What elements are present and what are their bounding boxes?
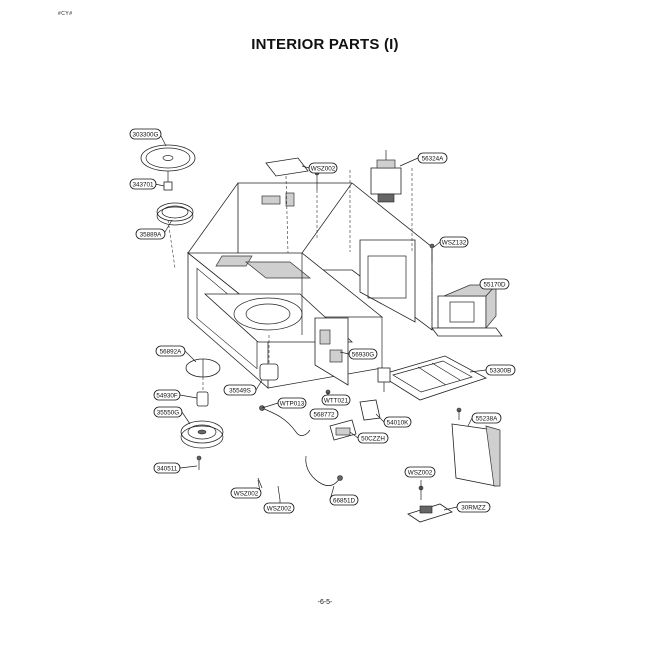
svg-text:53300B: 53300B [490,368,512,375]
label-WSZ132: WSZ132 [439,236,469,248]
hv-transformer [431,284,503,337]
roller-ring [156,202,194,226]
label-50CZZH: 50CZZH [357,432,389,444]
label-35889A: 35889A [135,228,166,240]
turntable-coupler [163,171,173,191]
label-54010K: 54010K [383,416,412,428]
label-56930G: 56930G [348,348,378,360]
svg-text:50CZZH: 50CZZH [361,436,385,443]
svg-text:WSZ002: WSZ002 [408,470,433,477]
svg-text:66851D: 66851D [333,498,356,505]
label-WSZ002-top: WSZ002 [308,162,338,174]
svg-text:56324A: 56324A [422,156,445,163]
svg-text:55170D: 55170D [483,282,506,289]
motor-screw [196,455,202,470]
label-53300B: 53300B [485,364,516,376]
label-WSZ002-bottom: WSZ002 [263,502,295,514]
coupler-bushing [196,391,209,407]
lamp-socket [377,367,391,392]
svg-text:35550G: 35550G [157,410,180,417]
svg-text:WTP013: WTP013 [280,401,305,408]
svg-text:35549S: 35549S [229,388,251,395]
label-35549S: 35549S [223,384,257,396]
svg-text:340511: 340511 [157,466,178,473]
svg-text:WSZ002: WSZ002 [234,491,259,498]
label-343701: 343701 [129,178,157,190]
svg-text:54930F: 54930F [156,393,178,400]
svg-text:WTT021: WTT021 [324,398,349,405]
latch-lever [359,399,381,421]
label-56324A: 56324A [417,152,448,164]
fan-motor [259,335,279,381]
page-title: INTERIOR PARTS (I) [251,36,399,53]
svg-text:56930G: 56930G [352,352,375,359]
label-WSZ002-right: WSZ002 [404,466,436,478]
page-number: -6-5- [317,599,333,606]
svg-text:303300G: 303300G [133,132,159,139]
latch-board [314,317,349,386]
mounting-bracket [407,503,453,523]
screw-lower-right [418,407,462,500]
label-55170D: 55170D [479,278,510,290]
label-WSZ002-left: WSZ002 [230,487,262,499]
svg-text:WSZ002: WSZ002 [311,166,336,173]
label-WTT021: WTT021 [321,394,351,406]
svg-text:343701: 343701 [132,182,154,189]
svg-text:568772: 568772 [313,412,335,419]
turntable-motor [180,420,224,449]
waveguide-cover [265,157,309,254]
label-56892A: 56892A [155,345,186,357]
turntable-support-plate [185,358,221,392]
svg-text:55238A: 55238A [476,416,499,423]
fuse-holder [329,419,357,441]
label-55238A: 55238A [471,412,502,424]
svg-text:30RMZZ: 30RMZZ [461,505,486,512]
label-35550G: 35550G [153,406,183,418]
svg-text:WSZ132: WSZ132 [442,240,467,247]
svg-text:56892A: 56892A [160,349,183,356]
label-340511: 340511 [153,462,181,474]
glass-turntable-tray [140,144,196,172]
base-plate [379,355,488,401]
label-66851D: 66851D [329,494,359,506]
svg-text:35889A: 35889A [140,232,163,239]
label-30RMZZ: 30RMZZ [456,501,491,513]
oven-cavity [186,182,433,389]
label-54930F: 54930F [153,389,181,401]
screw-wsz132 [429,243,435,320]
document-code: #CY# [58,11,73,17]
svg-text:WSZ002: WSZ002 [267,506,292,513]
wire-harness [257,405,343,501]
hv-capacitor-panel [451,423,501,487]
label-303300G: 303300G [129,128,162,140]
label-WTP013: WTP013 [277,397,307,409]
label-568772: 568772 [309,408,339,420]
svg-text:54010K: 54010K [387,420,410,427]
magnetron [349,150,413,252]
